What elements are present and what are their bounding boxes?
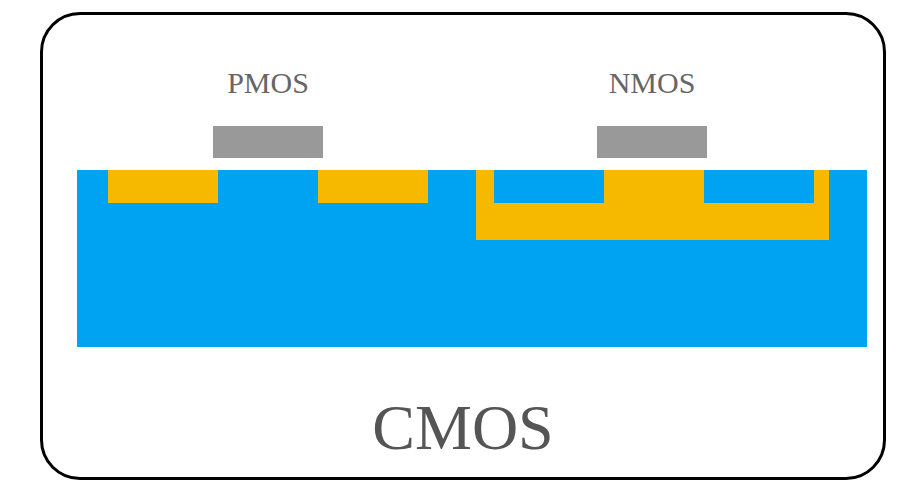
frame-box: CMOS [40, 12, 886, 480]
nmos-drain [704, 170, 814, 203]
substrate [77, 170, 867, 347]
well [476, 170, 829, 240]
device-label: NMOS [609, 68, 696, 98]
pmos-source [108, 170, 218, 203]
pmos-drain [318, 170, 428, 203]
diagram-title: CMOS [372, 396, 553, 460]
nmos-gate [597, 126, 707, 158]
pmos-gate [213, 126, 323, 158]
nmos-source [494, 170, 604, 203]
device-label: PMOS [227, 68, 309, 98]
